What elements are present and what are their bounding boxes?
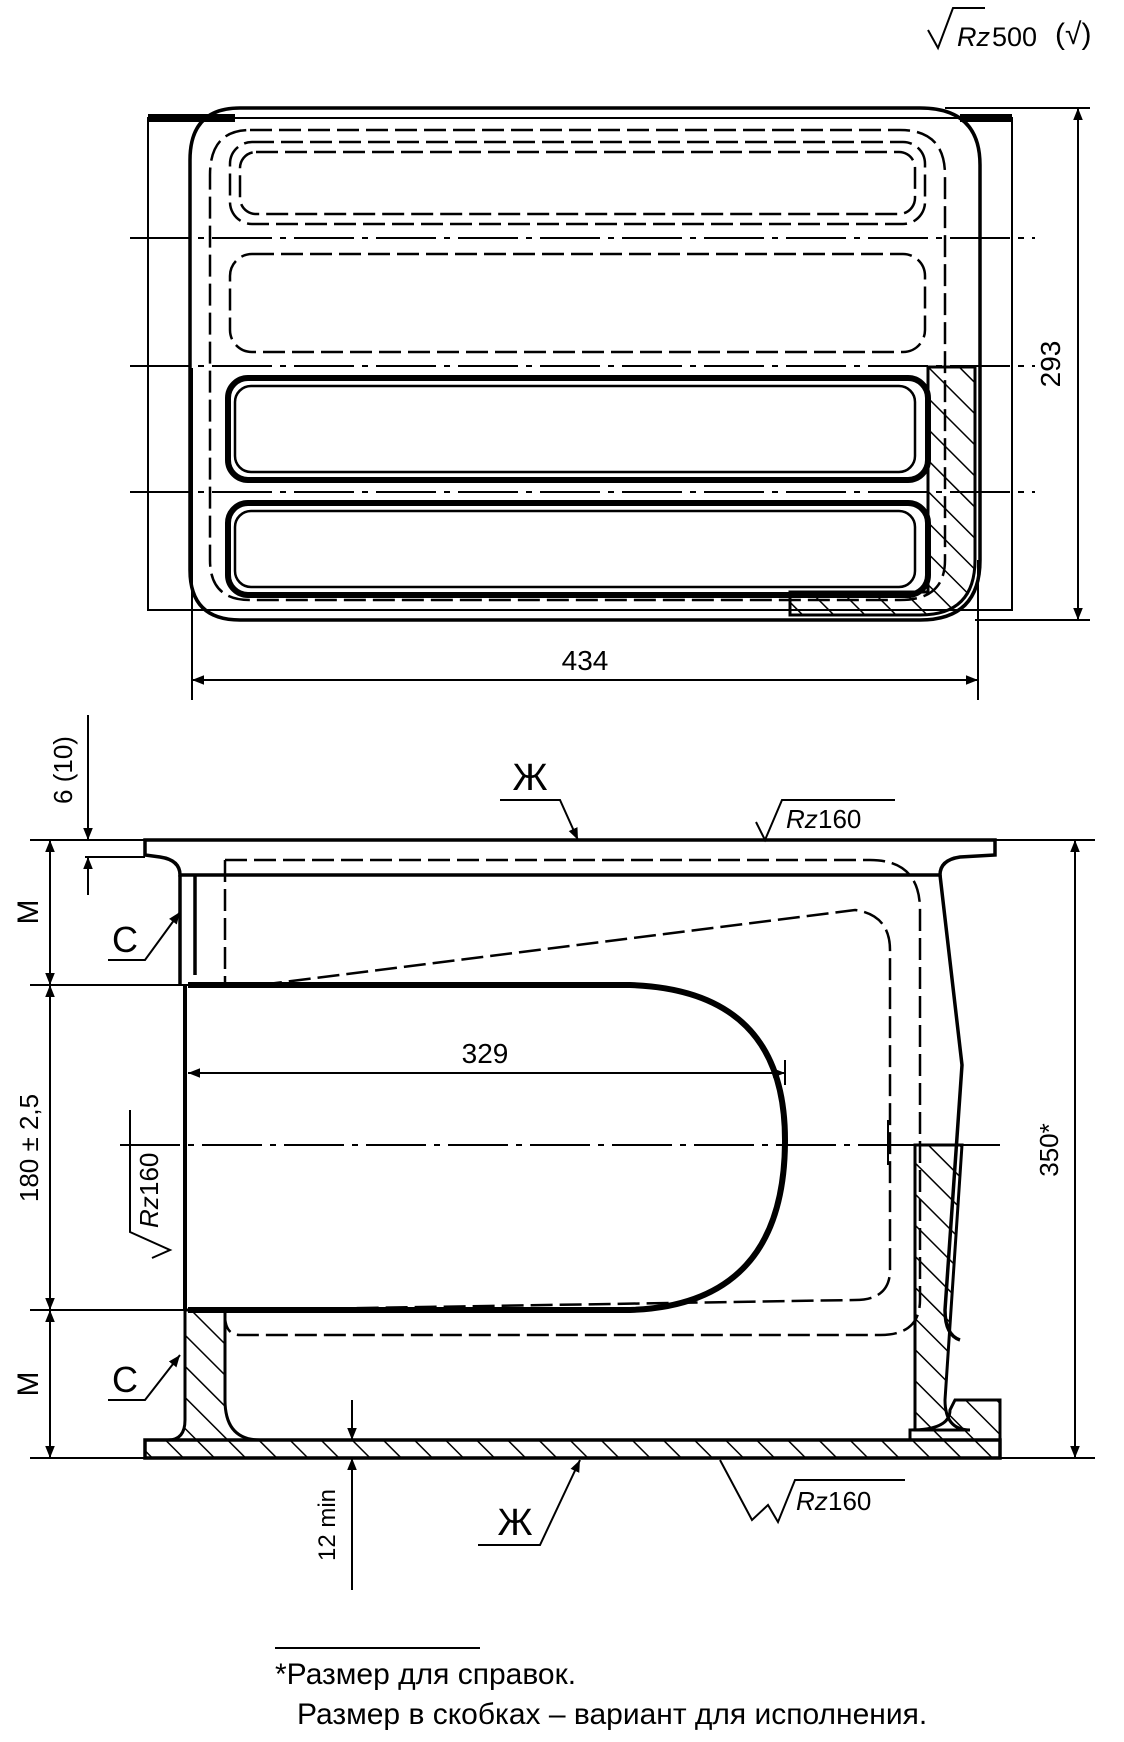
section-bottom-hatched xyxy=(143,1308,1002,1460)
label-zh-bottom: Ж xyxy=(497,1502,532,1544)
dim-m-upper: M xyxy=(12,900,45,925)
roughness-bottom: Rz 160 xyxy=(719,1459,905,1525)
label-zh-top: Ж xyxy=(512,757,547,799)
dim-height-350: 350* xyxy=(1034,1123,1064,1177)
roughness-opening-value: 160 xyxy=(134,1153,164,1196)
label-c-lower: С xyxy=(112,1359,138,1400)
dim-width-434: 434 xyxy=(562,645,609,676)
roughness-opening: Rz 160 xyxy=(129,1110,173,1259)
plan-slot-1 xyxy=(228,140,927,226)
footnote: *Размер для справок. Размер в скобках – … xyxy=(275,1647,928,1735)
roughness-top-value: 160 xyxy=(818,804,861,834)
footnote-rule xyxy=(275,1647,480,1649)
section-opening xyxy=(188,982,789,1313)
svg-text:Rz: Rz xyxy=(796,1486,828,1516)
section-inner-dashed xyxy=(223,858,922,1337)
plan-body-outline xyxy=(188,106,982,622)
dim-m-lower: M xyxy=(12,1372,45,1397)
dim-flange-6-10: 6 (10) xyxy=(48,736,78,804)
plan-view: 434 293 xyxy=(130,106,1090,700)
general-roughness-symbol: Rz 500 (√) xyxy=(927,7,1091,52)
svg-text:Rz: Rz xyxy=(134,1196,164,1228)
general-roughness-symbol-text: (√) xyxy=(1055,18,1091,51)
roughness-top: Rz 160 xyxy=(755,799,895,843)
section-right-hatched xyxy=(913,1143,971,1432)
plan-flange-outline xyxy=(147,117,1013,611)
dim-opening-180: 180 ± 2,5 xyxy=(14,1094,44,1202)
roughness-bottom-value: 160 xyxy=(828,1486,871,1516)
plan-hatched-section xyxy=(788,365,977,617)
footnote-line-2: Размер в скобках – вариант для исполнени… xyxy=(297,1698,928,1731)
dim-bottom-12-min: 12 min xyxy=(314,1489,341,1561)
dim-height-293: 293 xyxy=(1035,341,1066,388)
footnote-line-1: *Размер для справок. xyxy=(275,1658,577,1691)
plan-slot-3 xyxy=(225,375,931,483)
plan-slot-4 xyxy=(225,500,931,598)
general-roughness-prefix: Rz xyxy=(957,22,990,52)
section-view: 6 (10) M 180 ± 2,5 M 350* 329 12 min Ж R… xyxy=(12,715,1095,1590)
section-top-flange xyxy=(143,838,997,877)
label-c-upper: С xyxy=(112,919,138,960)
plan-slot-2 xyxy=(228,252,927,354)
section-oblique-hidden xyxy=(239,908,892,1312)
dim-depth-329: 329 xyxy=(462,1038,509,1069)
general-roughness-value: 500 xyxy=(992,22,1037,52)
svg-text:Rz: Rz xyxy=(786,804,818,834)
